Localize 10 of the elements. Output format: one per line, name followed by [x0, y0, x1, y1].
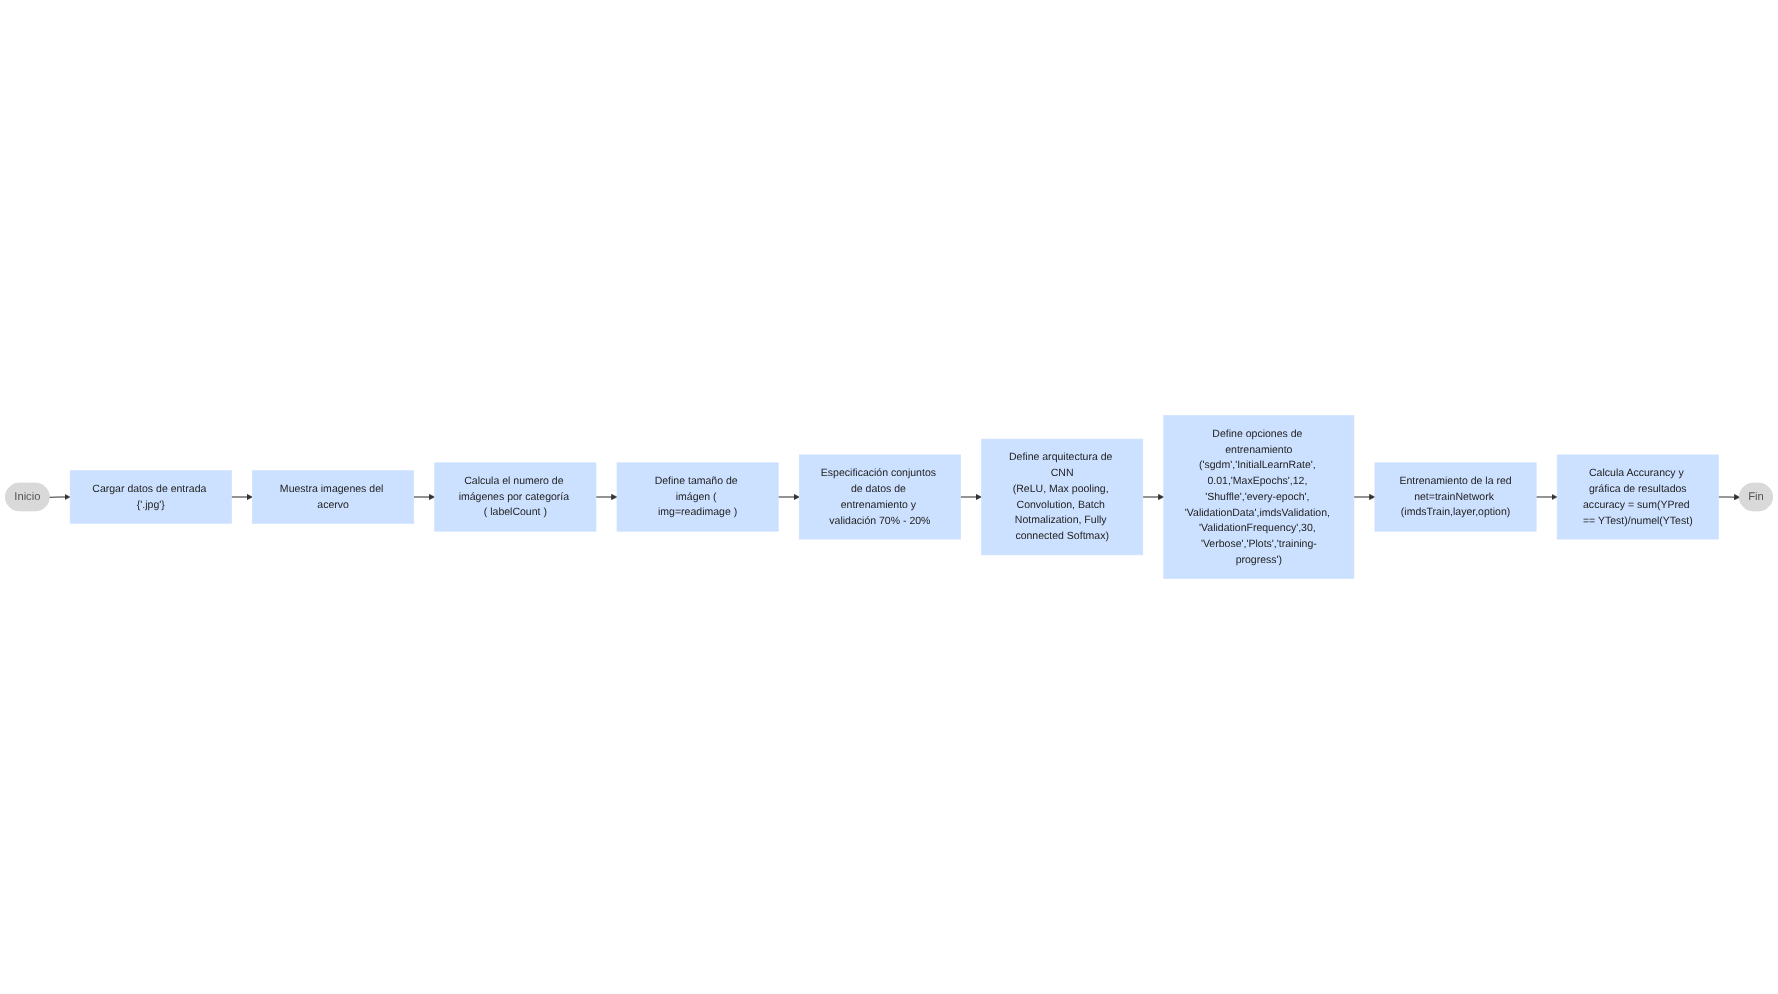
arrow: [777, 493, 800, 501]
arrow: [48, 493, 71, 501]
arrow: [960, 493, 982, 501]
arrow: [413, 493, 435, 501]
arrow: [1142, 493, 1165, 501]
arrow: [1717, 494, 1741, 501]
arrow: [1353, 493, 1376, 501]
arrow: [1535, 493, 1558, 501]
arrow: [595, 493, 618, 501]
arrow: [230, 493, 253, 501]
